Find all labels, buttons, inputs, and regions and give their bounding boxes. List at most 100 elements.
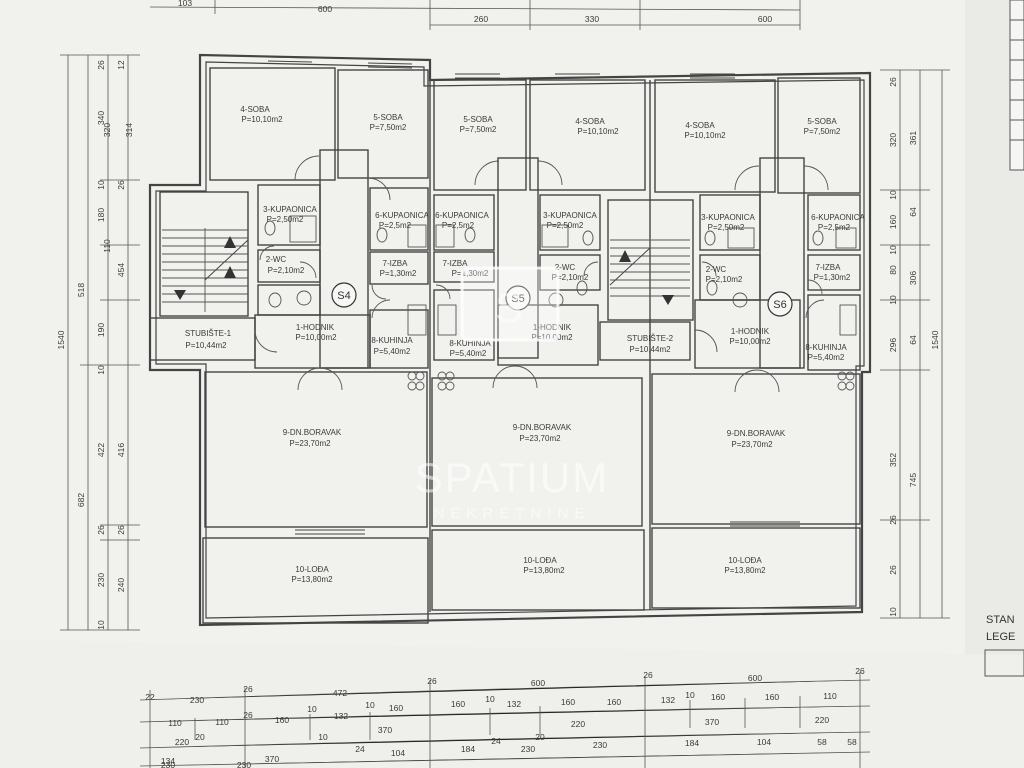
- dim-left-110: 110: [102, 239, 112, 253]
- room-area: P=13,80m2: [291, 575, 333, 584]
- room-name: 2-WC: [555, 263, 576, 272]
- room-area: P=10,00m2: [729, 337, 771, 346]
- room-area: P=10,00m2: [531, 333, 573, 342]
- windows: [267, 56, 840, 535]
- room-name: 5-SOBA: [463, 115, 493, 124]
- room-area: P=7,50m2: [804, 127, 841, 136]
- dim-left-314: 314: [124, 123, 134, 137]
- unit-markers: [331, 282, 793, 317]
- stair-area: P=10,44m2: [629, 345, 671, 354]
- dim-right-296: 296: [888, 338, 898, 352]
- dim-b2: 110: [215, 717, 229, 727]
- stair-arrows: [174, 236, 674, 305]
- dim-b4: 104: [757, 737, 771, 747]
- dim-bs: 10: [307, 704, 317, 714]
- dim-bs: 24: [491, 736, 501, 746]
- dim-b2: 132: [334, 711, 348, 721]
- dim-bs: 26: [855, 666, 865, 676]
- dim-right-745: 745: [908, 473, 918, 487]
- dim-left-340: 340: [96, 111, 106, 125]
- dim-top-2: 600: [318, 4, 332, 14]
- dim-b2: 160: [765, 692, 779, 702]
- dim-b5: 230: [237, 760, 251, 768]
- room-area: P=2,10m2: [706, 275, 743, 284]
- room-area: P=2,50m2: [547, 221, 584, 230]
- dim-bs: 10: [485, 694, 495, 704]
- dim-right-80: 80: [888, 265, 898, 275]
- dim-right-352: 352: [888, 453, 898, 467]
- dim-bs: 20: [535, 732, 545, 742]
- dim-right-small-2: 10: [888, 190, 898, 200]
- dim-top-3: 260: [474, 14, 488, 24]
- dim-b3: 10: [318, 732, 328, 742]
- dim-b2: 160: [275, 715, 289, 725]
- room-area: P=1,30m2: [452, 269, 489, 278]
- stair-area: P=10,44m2: [185, 341, 227, 350]
- stair-name: STUBIŠTE-2: [627, 334, 674, 343]
- room-name: 5-SOBA: [373, 113, 403, 122]
- room-name: 5-SOBA: [807, 117, 837, 126]
- dim-b3: 220: [175, 737, 189, 747]
- dim-left-240: 240: [116, 578, 126, 592]
- dim-right-small-1: 26: [888, 77, 898, 87]
- dim-bs: 24: [355, 744, 365, 754]
- dim-b4: 184: [685, 738, 699, 748]
- room-area: P=7,50m2: [460, 125, 497, 134]
- dim-b2: 160: [711, 692, 725, 702]
- room-name: 7-IZBA: [443, 259, 469, 268]
- dim-b4: 230: [593, 740, 607, 750]
- room-name: 4-SOBA: [575, 117, 605, 126]
- room-area: P=2,5m2: [818, 223, 851, 232]
- dim-right-small-3: 10: [888, 245, 898, 255]
- room-area: P=2,50m2: [267, 215, 304, 224]
- watermark: S SPATIUM NEKRETNINE: [415, 266, 607, 522]
- room-name: 3-KUPAONICA: [701, 213, 755, 222]
- watermark-logo-letter: S: [495, 284, 525, 331]
- room-area: P=23,70m2: [731, 440, 773, 449]
- room-name: 8-KUHINJA: [371, 336, 413, 345]
- unit-marker-s6: [767, 291, 793, 317]
- unit-marker-s5: [505, 285, 531, 311]
- dim-bs: 10: [365, 700, 375, 710]
- fixtures: [264, 215, 857, 391]
- room-name: 10-LOĐA: [523, 556, 557, 565]
- dim-b4: 230: [521, 744, 535, 754]
- room-name: 10-LOĐA: [728, 556, 762, 565]
- dim-bs: 26: [643, 670, 653, 680]
- dim-left-422: 422: [96, 443, 106, 457]
- unit-label-s6: S6: [773, 299, 786, 311]
- dim-left-small-5: 10: [96, 365, 106, 375]
- dim-bottom-600-a: 600: [531, 678, 545, 688]
- room-name: 7-IZBA: [816, 263, 842, 272]
- stair-name: STUBIŠTE-1: [185, 329, 232, 338]
- dim-b5: 230: [161, 760, 175, 768]
- room-area: P=13,80m2: [523, 566, 565, 575]
- legend-title: STAN: [986, 614, 1015, 626]
- unit-label-s4: S4: [337, 290, 350, 302]
- room-area: P=10,10m2: [577, 127, 619, 136]
- dim-bs: 10: [685, 690, 695, 700]
- room-area: P=2,10m2: [552, 273, 589, 282]
- dim-top-5: 600: [758, 14, 772, 24]
- dim-top-4: 330: [585, 14, 599, 24]
- dim-right-small-4: 10: [888, 295, 898, 305]
- dim-bottom-472: 472: [333, 688, 347, 698]
- dim-bs: 20: [195, 732, 205, 742]
- room-name: 3-KUPAONICA: [543, 211, 597, 220]
- dim-left-small-2: 10: [96, 180, 106, 190]
- dim-b3: 220: [815, 715, 829, 725]
- dim-left-small-1: 26: [96, 60, 106, 70]
- dim-bs: 26: [427, 676, 437, 686]
- dim-b2: 110: [823, 691, 837, 701]
- dim-bs: 26: [243, 710, 253, 720]
- unit-marker-s4: [331, 282, 357, 308]
- dim-b3: 370: [705, 717, 719, 727]
- dim-left-320: 320: [102, 123, 112, 137]
- dim-left-454: 454: [116, 263, 126, 277]
- room-area: P=1,30m2: [380, 269, 417, 278]
- dim-bottom-230: 230: [190, 695, 204, 705]
- room-name: 1-HODNIK: [533, 323, 572, 332]
- dim-right-small-5: 26: [888, 515, 898, 525]
- dim-right-small-7: 10: [888, 607, 898, 617]
